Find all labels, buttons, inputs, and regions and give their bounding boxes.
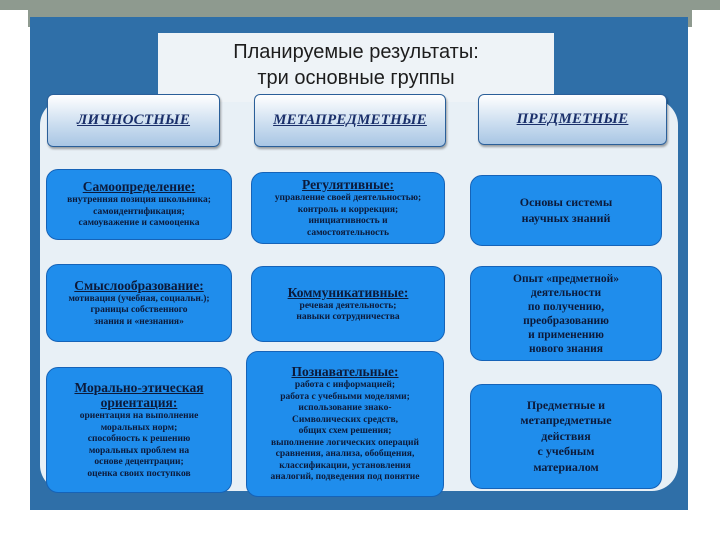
desc-line: работа с информацией; — [294, 380, 396, 391]
box-title: Познавательные: — [291, 364, 399, 380]
box-title: Регулятивные: — [302, 177, 394, 192]
desc-line: самоуважение и самооценка — [78, 218, 200, 229]
content-line: материалом — [533, 459, 599, 474]
desc-line: самоидентификация; — [93, 206, 185, 217]
title-box: Планируемые результаты: три основные гру… — [158, 33, 554, 102]
desc-line: границы собственного — [90, 305, 188, 316]
header-subject: ПРЕДМЕТНЫЕ — [478, 94, 667, 145]
box-self-determination: Самоопределение: внутренняя позиция школ… — [46, 169, 232, 240]
top-bar-notch-right — [692, 10, 720, 27]
desc-line: навыки сотрудничества — [296, 312, 400, 322]
box-cognitive: Познавательные: работа с информацией; ра… — [246, 351, 444, 497]
desc-line: способность к решению — [87, 434, 191, 444]
box-description: управление своей деятельностью; контроль… — [258, 193, 438, 239]
content-line: деятельности — [530, 286, 602, 299]
box-communicative: Коммуникативные: речевая деятельность; н… — [251, 266, 445, 342]
desc-line: работа с учебными моделями; — [280, 391, 410, 402]
desc-line: классификации, установления — [279, 460, 411, 471]
desc-line: оценка своих поступков — [87, 468, 191, 479]
desc-line: использование знако- — [298, 403, 392, 414]
content-line: и применению — [528, 328, 604, 341]
content-line: действия — [541, 428, 591, 443]
desc-line: управление своей деятельностью; — [274, 193, 422, 203]
box-regulatory: Регулятивные: управление своей деятельно… — [251, 172, 445, 244]
content-line: Предметные и — [526, 397, 606, 412]
content-line: с учебным — [537, 444, 595, 459]
desc-line: общих схем решения; — [298, 426, 392, 437]
box-title-line: Морально-этическая — [74, 380, 204, 395]
desc-line: выполнение логических операций — [271, 437, 419, 448]
box-title: Коммуникативные: — [287, 284, 409, 300]
box-description: внутренняя позиция школьника; самоиденти… — [53, 195, 225, 230]
box-content: Основы системы научных знаний — [477, 195, 655, 226]
desc-line: моральных проблем на — [88, 445, 190, 456]
box-content: Опыт «предметной» деятельности по получе… — [477, 272, 655, 356]
content-line: по получению, — [527, 300, 605, 313]
box-moral-ethical: Морально-этическая ориентация: ориентаци… — [46, 367, 232, 493]
title-line-1: Планируемые результаты: — [233, 41, 479, 63]
box-description: мотивация (учебная, социальн.); границы … — [53, 294, 225, 329]
page-title: Планируемые результаты: три основные гру… — [158, 39, 554, 91]
box-scientific-knowledge: Основы системы научных знаний — [470, 175, 662, 246]
header-metasubject: МЕТАПРЕДМЕТНЫЕ — [254, 94, 446, 147]
desc-line: инициативность и — [308, 216, 388, 226]
top-bar-notch-left — [0, 10, 28, 27]
desc-line: ориентация на выполнение — [79, 411, 199, 421]
desc-line: речевая деятельность; — [299, 300, 397, 311]
box-subject-actions: Предметные и метапредметные действия с у… — [470, 384, 662, 489]
box-sense-formation: Смыслообразование: мотивация (учебная, с… — [46, 264, 232, 342]
desc-line: знания и «незнания» — [94, 316, 184, 327]
desc-line: внутренняя позиция школьника; — [67, 195, 211, 206]
box-description: работа с информацией; работа с учебными … — [253, 380, 437, 484]
desc-line: сравнения, анализа, обобщения, — [275, 449, 415, 460]
desc-line: моральных норм; — [100, 422, 178, 433]
content-line: нового знания — [528, 342, 603, 355]
title-line-2: три основные группы — [257, 67, 455, 89]
content-line: Опыт «предметной» — [513, 272, 619, 285]
header-personal: ЛИЧНОСТНЫЕ — [47, 94, 220, 147]
box-title-line: ориентация: — [100, 395, 178, 410]
box-description: ориентация на выполнение моральных норм;… — [53, 411, 225, 480]
desc-line: самостоятельность — [306, 227, 389, 238]
content-line: преобразованию — [523, 314, 609, 327]
box-subject-experience: Опыт «предметной» деятельности по получе… — [470, 266, 662, 361]
desc-line: основе децентрации; — [94, 457, 184, 467]
desc-line: аналогий, подведения под понятие — [270, 472, 420, 483]
desc-line: мотивация (учебная, социальн.); — [68, 293, 210, 304]
desc-line: Символических средств, — [291, 414, 399, 425]
box-content: Предметные и метапредметные действия с у… — [477, 398, 655, 476]
box-description: речевая деятельность; навыки сотрудничес… — [258, 301, 438, 324]
box-title: Смыслообразование: — [74, 277, 204, 293]
box-title: Самоопределение: — [82, 179, 196, 195]
content-line: научных знаний — [521, 210, 611, 225]
desc-line: контроль и коррекция; — [297, 204, 399, 215]
content-line: метапредметные — [520, 413, 612, 428]
content-line: Основы системы — [519, 195, 613, 209]
